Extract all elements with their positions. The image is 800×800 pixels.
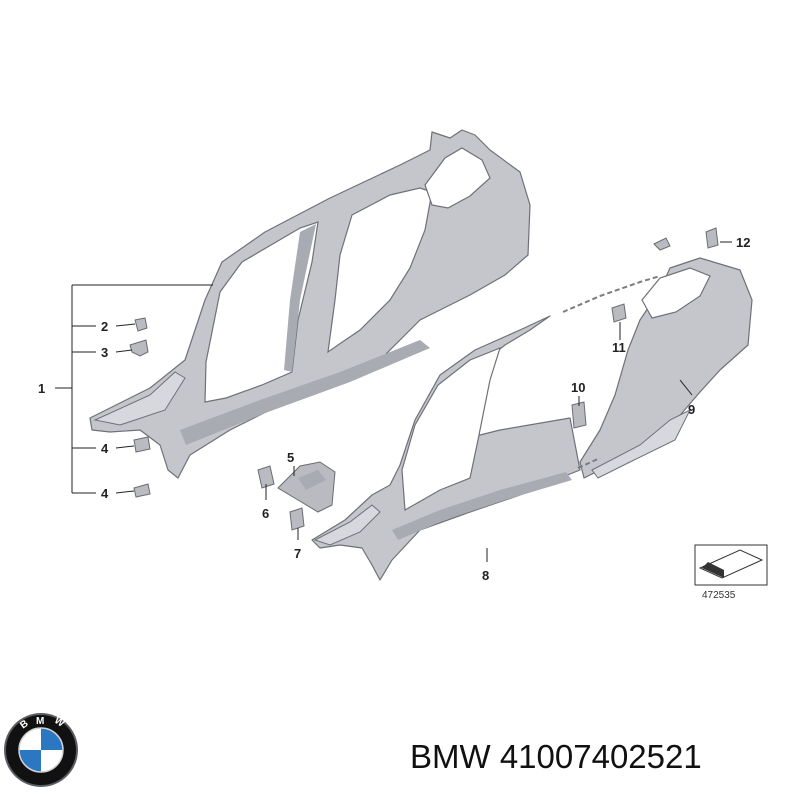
reference-icon-box: 472535 [694, 544, 768, 601]
small-brackets [129, 317, 336, 531]
svg-text:M: M [36, 716, 44, 727]
leader-lines [55, 241, 732, 562]
callout-11: 11 [612, 340, 626, 355]
part-label: BMW 41007402521 [410, 738, 702, 776]
callout-9: 9 [688, 402, 695, 417]
side-frame-inner-front [311, 315, 581, 581]
small-brackets-right [571, 227, 719, 429]
reference-number: 472535 [702, 590, 736, 601]
callout-4-lower: 4 [101, 486, 109, 501]
callout-5: 5 [287, 450, 294, 465]
callout-3: 3 [101, 345, 108, 360]
bmw-roundel-icon: B M W [4, 713, 78, 787]
callout-4-upper: 4 [101, 441, 109, 456]
part-number: 41007402521 [499, 738, 702, 775]
callout-1: 1 [38, 381, 45, 396]
callout-7: 7 [294, 546, 301, 561]
callout-10: 10 [571, 380, 585, 395]
rear-quarter-panel [562, 257, 753, 479]
callout-2: 2 [101, 319, 108, 334]
callout-numbers: 1 2 3 4 4 5 6 7 8 9 10 11 12 [38, 235, 750, 583]
side-frame-assembly-left [89, 129, 531, 479]
brand-name: BMW [410, 738, 491, 775]
callout-8: 8 [482, 568, 489, 583]
callout-12: 12 [736, 235, 750, 250]
callout-6: 6 [262, 506, 269, 521]
